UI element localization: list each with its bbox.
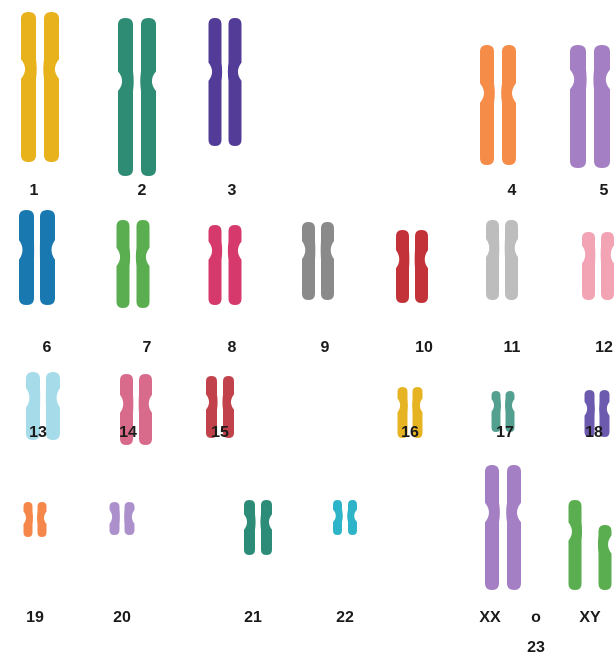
chromosome-label-4: 4 bbox=[508, 182, 517, 199]
chromosome-pair-22 bbox=[333, 500, 357, 535]
chromosome-4-chromatid-left bbox=[480, 45, 495, 165]
chromosome-5-chromatid-right bbox=[593, 45, 610, 168]
chromosome-10-chromatid-left bbox=[396, 230, 409, 303]
chromosome-label-3: 3 bbox=[228, 182, 237, 199]
chromosome-x-chromatid-left bbox=[485, 465, 500, 590]
chromosome-label-5: 5 bbox=[600, 182, 609, 199]
chromosome-label-8: 8 bbox=[228, 339, 237, 356]
chromosome-12-chromatid-right bbox=[601, 232, 614, 300]
chromosome-11-chromatid-left bbox=[486, 220, 499, 300]
chromosome-pair-6 bbox=[19, 210, 55, 305]
chromosome-7-chromatid-right bbox=[136, 220, 150, 308]
chromosome-21-chromatid-right bbox=[260, 500, 272, 555]
chromosome-pair-xx bbox=[485, 465, 521, 590]
chromosome-xy-x-chromatid bbox=[569, 500, 583, 590]
chromosome-1-chromatid-left bbox=[21, 12, 37, 162]
chromosome-6-chromatid-right bbox=[40, 210, 55, 305]
chromosome-9-chromatid-left bbox=[302, 222, 315, 300]
chromosome-label-6: 6 bbox=[43, 339, 52, 356]
chromosome-pair-4 bbox=[480, 45, 516, 165]
chromosome-13-chromatid-right bbox=[46, 372, 60, 440]
chromosome-label-18: 18 bbox=[585, 424, 603, 441]
chromosome-pair-21 bbox=[244, 500, 272, 555]
chromosome-19-chromatid-left bbox=[24, 502, 33, 537]
chromosome-19-chromatid-right bbox=[37, 502, 46, 537]
chromosome-22-chromatid-right bbox=[347, 500, 357, 535]
chromosome-5-chromatid-left bbox=[570, 45, 587, 168]
chromosome-x-chromatid-right bbox=[506, 465, 521, 590]
chromosome-pair-xy bbox=[569, 500, 612, 590]
chromosome-pair-7 bbox=[117, 220, 150, 308]
chromosome-pair-2 bbox=[118, 18, 156, 176]
chromosome-2-chromatid-right bbox=[140, 18, 156, 176]
chromosome-pair-19 bbox=[24, 502, 47, 537]
chromosome-label-10: 10 bbox=[415, 339, 433, 356]
chromosome-pair-11 bbox=[486, 220, 518, 300]
chromosome-label-16: 16 bbox=[401, 424, 419, 441]
sex-label-or: o bbox=[531, 609, 541, 626]
chromosome-pair-20 bbox=[110, 502, 135, 535]
chromosome-label-2: 2 bbox=[138, 182, 147, 199]
chromosome-8-chromatid-right bbox=[228, 225, 242, 305]
chromosome-7-chromatid-left bbox=[117, 220, 131, 308]
chromosome-pair-8 bbox=[209, 225, 242, 305]
sex-label-xy: XY bbox=[579, 609, 601, 626]
chromosome-label-7: 7 bbox=[143, 339, 152, 356]
chromosome-pair-1 bbox=[21, 12, 59, 162]
chromosome-pair-9 bbox=[302, 222, 334, 300]
chromosome-label-12: 12 bbox=[595, 339, 613, 356]
chromosome-22-chromatid-left bbox=[333, 500, 343, 535]
chromosome-2-chromatid-left bbox=[118, 18, 134, 176]
chromosome-10-chromatid-right bbox=[415, 230, 428, 303]
chromosome-label-19: 19 bbox=[26, 609, 44, 626]
chromosome-xy-y-chromatid bbox=[598, 525, 612, 590]
chromosome-12-chromatid-left bbox=[582, 232, 595, 300]
chromosome-4-chromatid-right bbox=[501, 45, 516, 165]
chromosome-label-15: 15 bbox=[211, 424, 229, 441]
chromosome-label-23: 23 bbox=[527, 639, 545, 656]
chromosome-label-21: 21 bbox=[244, 609, 262, 626]
chromosome-pair-5 bbox=[570, 45, 610, 168]
chromosome-3-chromatid-right bbox=[228, 18, 242, 146]
chromosome-label-11: 11 bbox=[504, 339, 521, 356]
chromosome-20-chromatid-right bbox=[124, 502, 134, 535]
chromosome-pair-3 bbox=[209, 18, 242, 146]
chromosome-21-chromatid-left bbox=[244, 500, 256, 555]
chromosome-9-chromatid-right bbox=[321, 222, 334, 300]
chromosome-1-chromatid-right bbox=[43, 12, 59, 162]
chromosome-pair-10 bbox=[396, 230, 428, 303]
chromosome-8-chromatid-left bbox=[209, 225, 223, 305]
sex-label-xx: XX bbox=[479, 609, 501, 626]
chromosome-label-14: 14 bbox=[119, 424, 137, 441]
chromosome-pair-12 bbox=[582, 232, 614, 300]
chromosome-label-1: 1 bbox=[30, 182, 39, 199]
chromosome-label-9: 9 bbox=[321, 339, 330, 356]
chromosome-6-chromatid-left bbox=[19, 210, 34, 305]
chromosome-20-chromatid-left bbox=[110, 502, 120, 535]
chromosome-label-13: 13 bbox=[29, 424, 47, 441]
chromosome-label-22: 22 bbox=[336, 609, 354, 626]
chromosome-11-chromatid-right bbox=[505, 220, 518, 300]
chromosome-3-chromatid-left bbox=[209, 18, 223, 146]
chromosome-14-chromatid-right bbox=[139, 374, 152, 445]
chromosome-label-20: 20 bbox=[113, 609, 131, 626]
chromosome-label-17: 17 bbox=[496, 424, 514, 441]
